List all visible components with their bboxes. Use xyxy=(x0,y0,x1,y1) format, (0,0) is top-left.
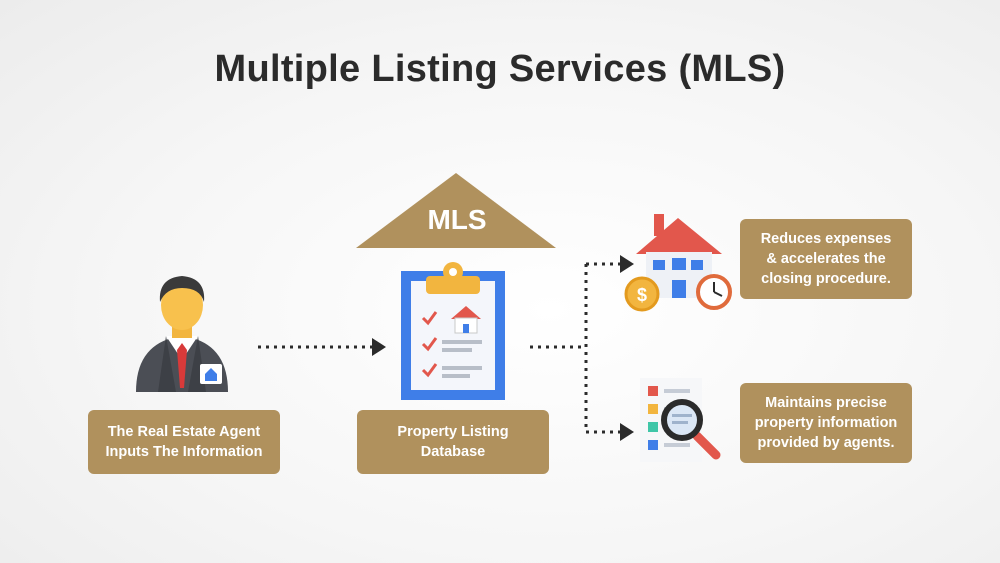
coin-dollar-symbol: $ xyxy=(637,285,647,305)
real-estate-agent-icon xyxy=(136,276,228,392)
magnifier-report-icon xyxy=(640,378,721,462)
agent-label: The Real Estate Agent Inputs The Informa… xyxy=(88,410,280,474)
clipboard-database-icon xyxy=(401,262,505,400)
mls-roof-shape xyxy=(356,173,556,248)
mls-roof-label: MLS xyxy=(427,204,487,235)
arrow-database-to-benefits xyxy=(530,255,634,441)
arrow-agent-to-database xyxy=(258,338,386,356)
page-title: Multiple Listing Services (MLS) xyxy=(214,48,786,90)
benefit-reduces-expenses: Reduces expenses & accelerates the closi… xyxy=(740,219,912,299)
benefit-maintains-information: Maintains precise property information p… xyxy=(740,383,912,463)
house-coin-clock-icon: $ xyxy=(624,214,732,312)
database-label: Property Listing Database xyxy=(357,410,549,474)
